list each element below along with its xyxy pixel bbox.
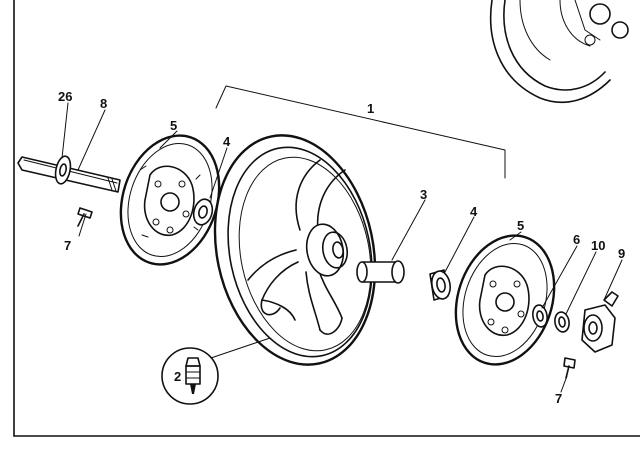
washer: [54, 155, 72, 185]
callout-labels: 26 8 5 4 7 1 3 4 5 6 10 9 7 2: [58, 89, 625, 406]
assembly-bracket: [215, 85, 506, 179]
background-wheel-partial: [489, 0, 629, 104]
callout-3-spacer: 3: [420, 187, 427, 202]
callout-7-screw-left: 7: [64, 238, 71, 253]
callout-5-disc-left: 5: [170, 118, 177, 133]
callout-5-disc-right: 5: [517, 218, 524, 233]
callout-4-bearing-right: 4: [470, 204, 478, 219]
speedometer-drive: [581, 291, 619, 353]
valve-kit: [161, 347, 219, 405]
bearing-left: [192, 198, 214, 226]
callout-9-speedo: 9: [618, 246, 625, 261]
brake-disc-left: [119, 134, 221, 266]
callout-4-bearing-left: 4: [223, 134, 231, 149]
screw-right: [563, 357, 576, 379]
callout-10-collar: 10: [591, 238, 605, 253]
seal: [532, 304, 548, 328]
wheel-hub: [305, 223, 349, 277]
collar: [554, 311, 570, 333]
callout-26: 26: [58, 89, 72, 104]
screw-left: [77, 207, 93, 227]
valve-leader: [204, 299, 296, 361]
callout-2-kit: 2: [174, 369, 181, 384]
leader-lines: [61, 102, 623, 393]
brake-disc-right: [454, 234, 556, 366]
callout-7-screw-right: 7: [555, 391, 562, 406]
spacer-tube: [356, 260, 405, 284]
bearing-right: [429, 269, 451, 301]
callout-1-assembly: 1: [367, 101, 374, 116]
callout-8-axle: 8: [100, 96, 107, 111]
callout-6-seal: 6: [573, 232, 580, 247]
page-frame: [13, 0, 640, 437]
